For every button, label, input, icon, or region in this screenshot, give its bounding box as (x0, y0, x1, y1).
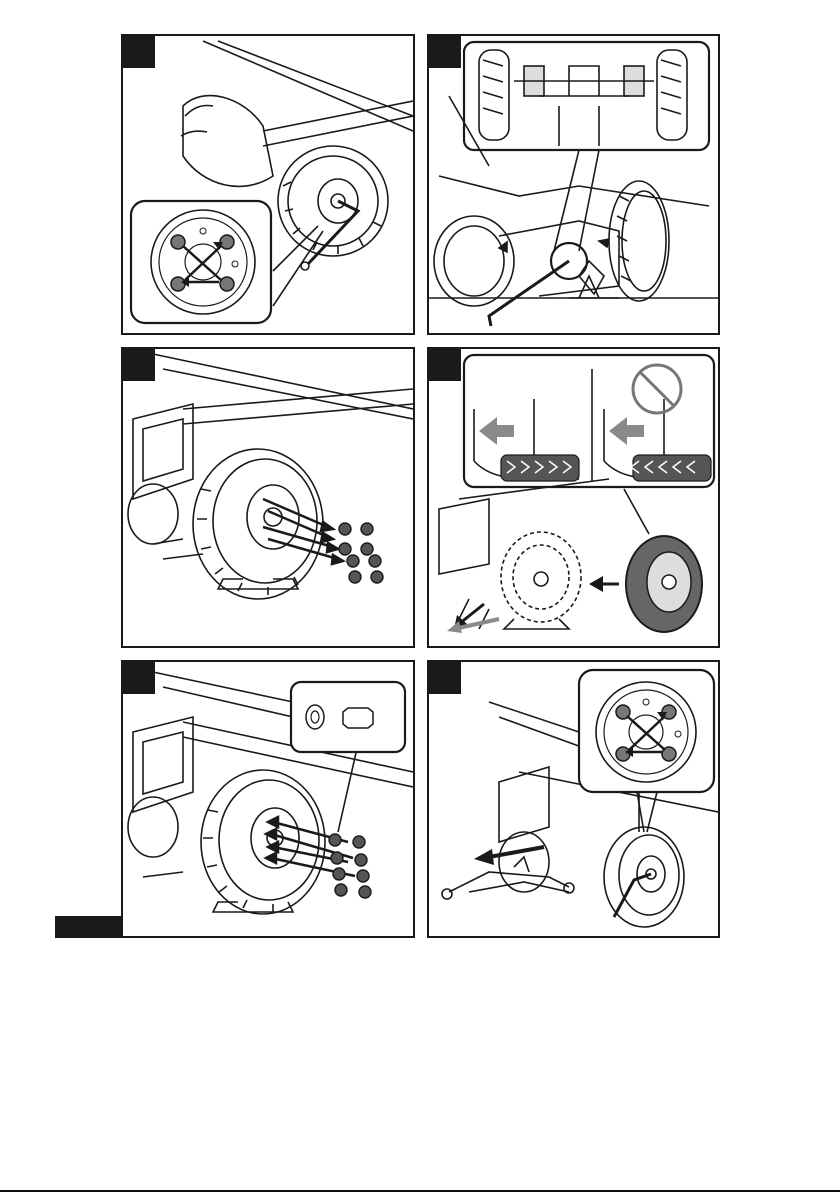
install-nuts-illustration (123, 662, 413, 936)
remove-nuts-illustration (123, 349, 413, 646)
jack-lift-illustration (429, 36, 718, 333)
figure-panel-6 (427, 660, 720, 938)
figure-panel-3 (121, 347, 415, 648)
figure-panel-5 (121, 660, 415, 938)
tire-direction-illustration (429, 349, 718, 646)
figure-panel-2 (427, 34, 720, 335)
lower-jack-tighten-illustration (429, 662, 718, 936)
figure-panel-4 (427, 347, 720, 648)
figure-panel-1 (121, 34, 415, 335)
wheel-nut-loosening-illustration (123, 36, 413, 333)
section-tab (55, 916, 123, 938)
